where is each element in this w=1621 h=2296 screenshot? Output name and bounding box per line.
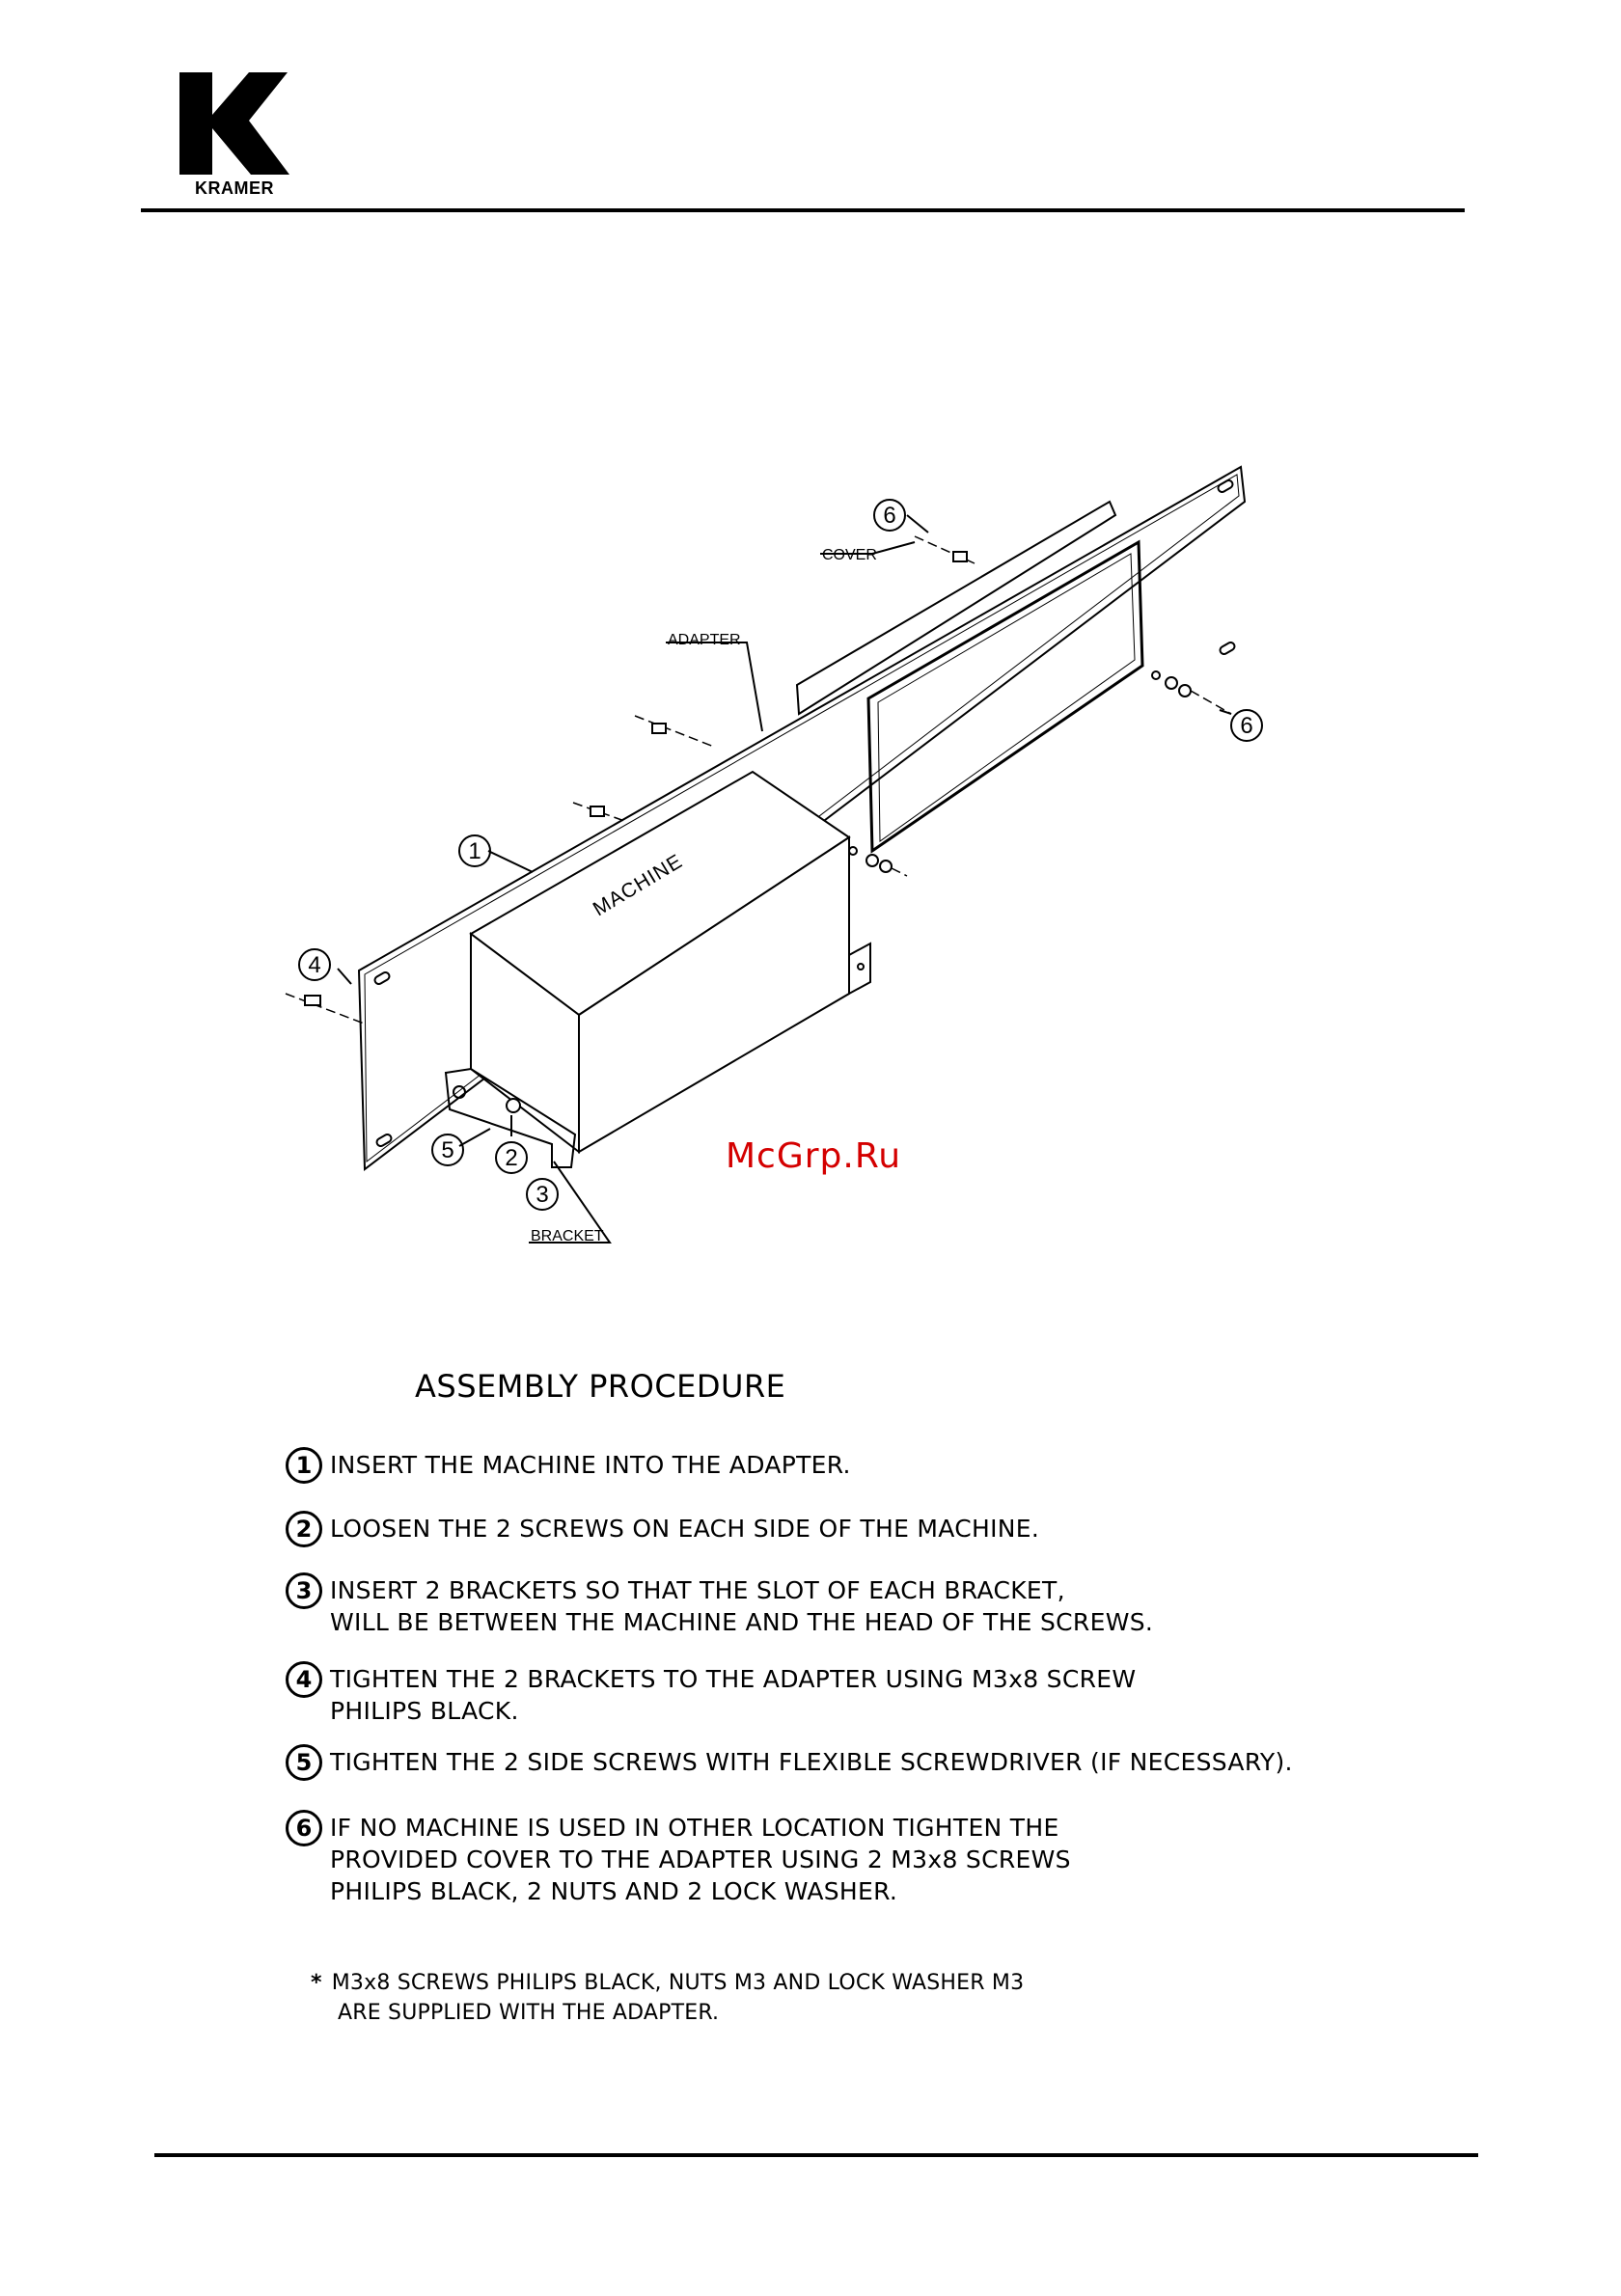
- step-number: 1: [286, 1447, 322, 1484]
- label-cover: COVER: [822, 547, 877, 563]
- callout-6-right: 6: [1240, 713, 1252, 739]
- callout-6-top: 6: [883, 503, 895, 529]
- step-4: 4 TIGHTEN THE 2 BRACKETS TO THE ADAPTER …: [286, 1661, 1136, 1727]
- header-rule: [141, 208, 1465, 212]
- step-3: 3 INSERT 2 BRACKETS SO THAT THE SLOT OF …: [286, 1572, 1153, 1638]
- step-number: 6: [286, 1810, 322, 1846]
- screw-4: [285, 993, 368, 1025]
- step-number: 4: [286, 1661, 322, 1698]
- cover-plate: [795, 500, 1117, 716]
- assembly-drawing: COVER ADAPTER BRACKET MACHINE 6 6 1 4 5 …: [285, 465, 1263, 1244]
- step-2: 2 LOOSEN THE 2 SCREWS ON EACH SIDE OF TH…: [286, 1511, 1039, 1547]
- footnote: * M3x8 SCREWS PHILIPS BLACK, NUTS M3 AND …: [311, 1968, 1024, 2028]
- step-1: 1 INSERT THE MACHINE INTO THE ADAPTER.: [286, 1447, 851, 1484]
- label-bracket: BRACKET: [531, 1228, 604, 1244]
- procedure-title: ASSEMBLY PROCEDURE: [415, 1368, 786, 1405]
- kramer-logo: KRAMER: [179, 72, 289, 199]
- footnote-line-2: ARE SUPPLIED WITH THE ADAPTER.: [338, 2001, 720, 2025]
- screw-2: [506, 1098, 521, 1136]
- label-adapter: ADAPTER: [668, 632, 741, 648]
- callout-2: 2: [505, 1145, 517, 1171]
- step-text: LOOSEN THE 2 SCREWS ON EACH SIDE OF THE …: [330, 1515, 1040, 1543]
- watermark: McGrp.Ru: [726, 1136, 902, 1176]
- adapter-panel: [357, 465, 1247, 1171]
- footnote-line-1: M3x8 SCREWS PHILIPS BLACK, NUTS M3 AND L…: [331, 1971, 1025, 1995]
- step-5: 5 TIGHTEN THE 2 SIDE SCREWS WITH FLEXIBL…: [286, 1744, 1293, 1781]
- callout-3: 3: [536, 1182, 548, 1208]
- adapter-window: [866, 539, 1144, 854]
- step-text: IF NO MACHINE IS USED IN OTHER LOCATION …: [330, 1814, 1071, 1905]
- step-text: TIGHTEN THE 2 BRACKETS TO THE ADAPTER US…: [330, 1665, 1137, 1725]
- kramer-k-mark-icon: [179, 72, 289, 175]
- bracket-left: [444, 1067, 577, 1168]
- logo-wordmark: KRAMER: [195, 178, 274, 198]
- step-number: 3: [286, 1572, 322, 1609]
- step-6: 6 IF NO MACHINE IS USED IN OTHER LOCATIO…: [286, 1810, 1071, 1907]
- callout-4: 4: [308, 952, 320, 978]
- machine-box: [469, 770, 851, 1155]
- step-number: 5: [286, 1744, 322, 1781]
- callout-1: 1: [468, 838, 481, 864]
- footer-rule: [154, 2153, 1478, 2157]
- step-text: INSERT THE MACHINE INTO THE ADAPTER.: [330, 1451, 851, 1479]
- exploded-view-diagram: COVER ADAPTER BRACKET MACHINE 6 6 1 4 5 …: [285, 465, 1263, 1244]
- step-text: INSERT 2 BRACKETS SO THAT THE SLOT OF EA…: [330, 1576, 1154, 1636]
- callout-5: 5: [441, 1137, 453, 1163]
- step-number: 2: [286, 1511, 322, 1547]
- step-text: TIGHTEN THE 2 SIDE SCREWS WITH FLEXIBLE …: [330, 1748, 1293, 1776]
- footnote-star: *: [311, 1971, 322, 1995]
